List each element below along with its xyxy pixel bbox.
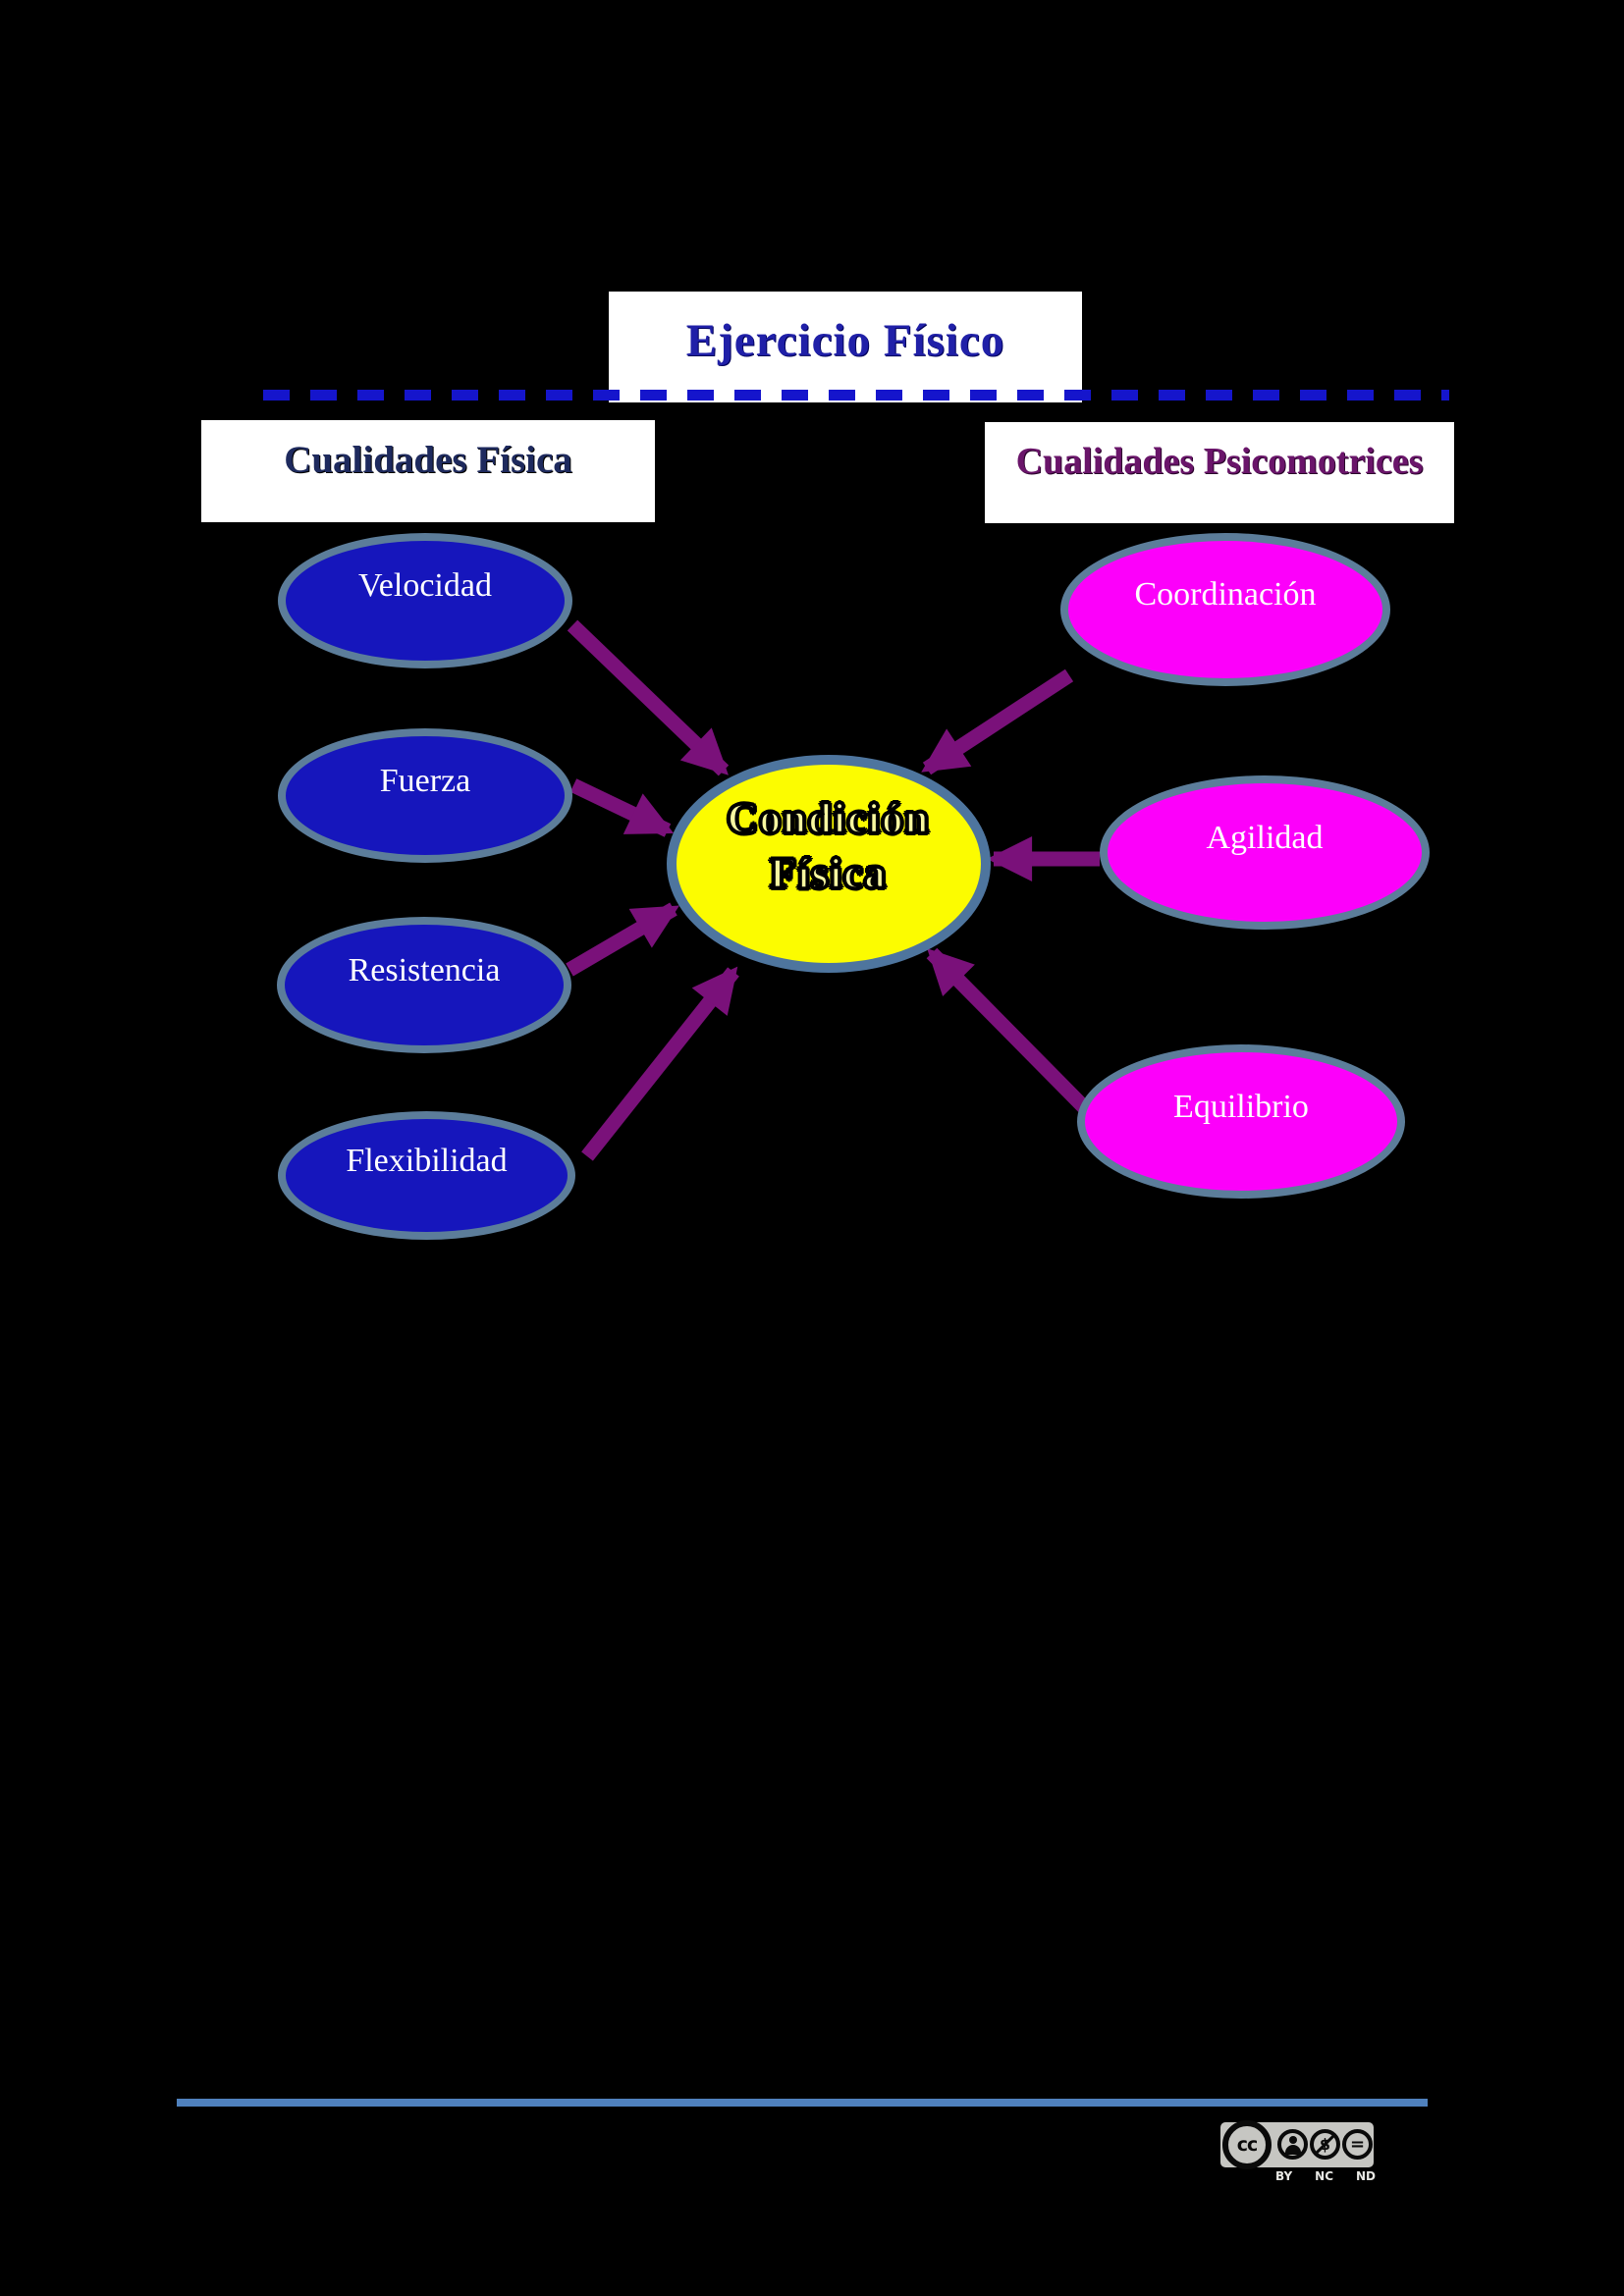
arrow-resistencia-to-condicion — [566, 902, 679, 977]
arrow-fuerza-to-condicion — [569, 778, 675, 837]
cc-nc-icon: $ — [1310, 2129, 1340, 2160]
header-left-label: Cualidades Física — [284, 438, 572, 481]
node-flexibilidad-label: Flexibilidad — [346, 1142, 508, 1179]
node-condicion-fisica-line2: Física — [769, 850, 888, 898]
cc-by-person-icon — [1284, 2135, 1301, 2155]
node-agilidad-label: Agilidad — [1206, 819, 1324, 856]
arrow-velocidad-to-condicion — [567, 619, 730, 776]
node-fuerza: Fuerza — [278, 728, 572, 863]
page-title: Ejercicio Físico — [685, 314, 1005, 366]
node-agilidad: Agilidad — [1100, 775, 1430, 930]
title-box: Ejercicio Físico — [609, 292, 1082, 402]
cc-by-label: BY — [1275, 2169, 1293, 2183]
footer-rule — [177, 2099, 1428, 2107]
cc-logo-icon: cc — [1222, 2120, 1272, 2169]
arrow-coordinacion-to-condicion — [921, 668, 1074, 775]
dashed-separator-line — [263, 390, 1449, 400]
cc-nc-label: NC — [1315, 2169, 1334, 2183]
cc-labels: BY NC ND — [1275, 2169, 1376, 2183]
node-fuerza-label: Fuerza — [379, 762, 471, 799]
node-condicion-fisica-line1: Condición — [726, 795, 931, 843]
cc-logo-text: cc — [1236, 2134, 1259, 2156]
cc-nd-label: ND — [1355, 2169, 1376, 2183]
arrow-flexibilidad-to-condicion — [581, 966, 739, 1161]
node-velocidad-label: Velocidad — [358, 567, 492, 604]
node-equilibrio-label: Equilibrio — [1173, 1088, 1309, 1125]
header-right-label: Cualidades Psicomotrices — [1015, 440, 1424, 482]
node-resistencia: Resistencia — [277, 917, 571, 1053]
cc-nd-icon: = — [1342, 2129, 1373, 2160]
cc-by-icon — [1277, 2129, 1308, 2160]
cc-license-badge: cc $ = BY NC ND — [1220, 2120, 1376, 2185]
node-flexibilidad: Flexibilidad — [278, 1111, 575, 1240]
node-condicion-fisica: Condición Física — [667, 755, 991, 973]
node-resistencia-label: Resistencia — [348, 951, 501, 988]
header-cualidades-psicomotrices: Cualidades Psicomotrices — [985, 422, 1454, 523]
node-equilibrio: Equilibrio — [1077, 1044, 1405, 1199]
header-cualidades-fisica: Cualidades Física — [201, 420, 655, 522]
arrow-equilibrio-to-condicion — [926, 947, 1090, 1113]
cc-nd-equals: = — [1349, 2134, 1366, 2155]
node-coordinacion-label: Coordinación — [1134, 576, 1317, 613]
node-velocidad: Velocidad — [278, 533, 572, 668]
node-coordinacion: Coordinación — [1060, 533, 1390, 686]
